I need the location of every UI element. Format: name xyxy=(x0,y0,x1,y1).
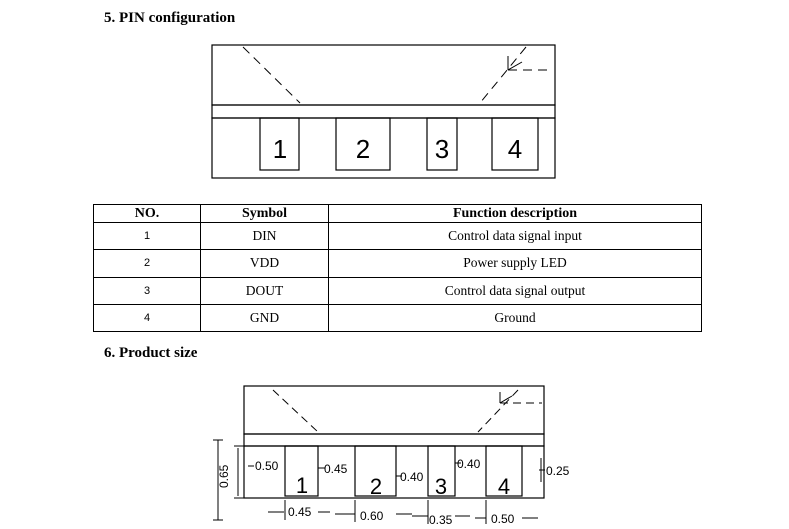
pin-label: 4 xyxy=(508,134,522,164)
dim-gap23: 0.40 xyxy=(400,470,424,484)
pin-label: 2 xyxy=(356,134,370,164)
pin-label: 3 xyxy=(435,474,447,499)
dim-top-left: 0.50 xyxy=(255,459,279,473)
table-row: 1 DIN Control data signal input xyxy=(93,222,702,251)
pin-label: 4 xyxy=(498,474,510,499)
dim-b4: 0.50 xyxy=(491,512,515,526)
pin-label: 2 xyxy=(370,474,382,499)
table-row: 4 GND Ground xyxy=(93,303,702,333)
pin-label: 1 xyxy=(296,473,308,498)
dim-right: 0.25 xyxy=(546,464,570,478)
dim-gap12: 0.45 xyxy=(324,462,348,476)
pin-label: 1 xyxy=(273,134,287,164)
dim-top34: 0.40 xyxy=(457,457,481,471)
dim-b3: 0.35 xyxy=(429,513,453,527)
table-row: 2 VDD Power supply LED xyxy=(93,249,702,278)
dim-b1: 0.45 xyxy=(288,505,312,519)
col-header: NO. xyxy=(93,203,201,224)
table-row: 3 DOUT Control data signal output xyxy=(93,276,702,305)
section-title-product-size: 6. Product size xyxy=(104,345,198,361)
pin-label: 3 xyxy=(435,134,449,164)
col-header: Function description xyxy=(328,203,702,224)
col-header: Symbol xyxy=(200,203,329,224)
dim-b2: 0.60 xyxy=(360,509,384,523)
section-title-pin-config: 5. PIN configuration xyxy=(104,10,236,26)
dim-height: 0.65 xyxy=(217,464,231,488)
pin-table: NO. Symbol Function description 1 DIN Co… xyxy=(93,203,702,333)
pin-configuration-diagram: 1 2 3 4 xyxy=(211,44,556,179)
